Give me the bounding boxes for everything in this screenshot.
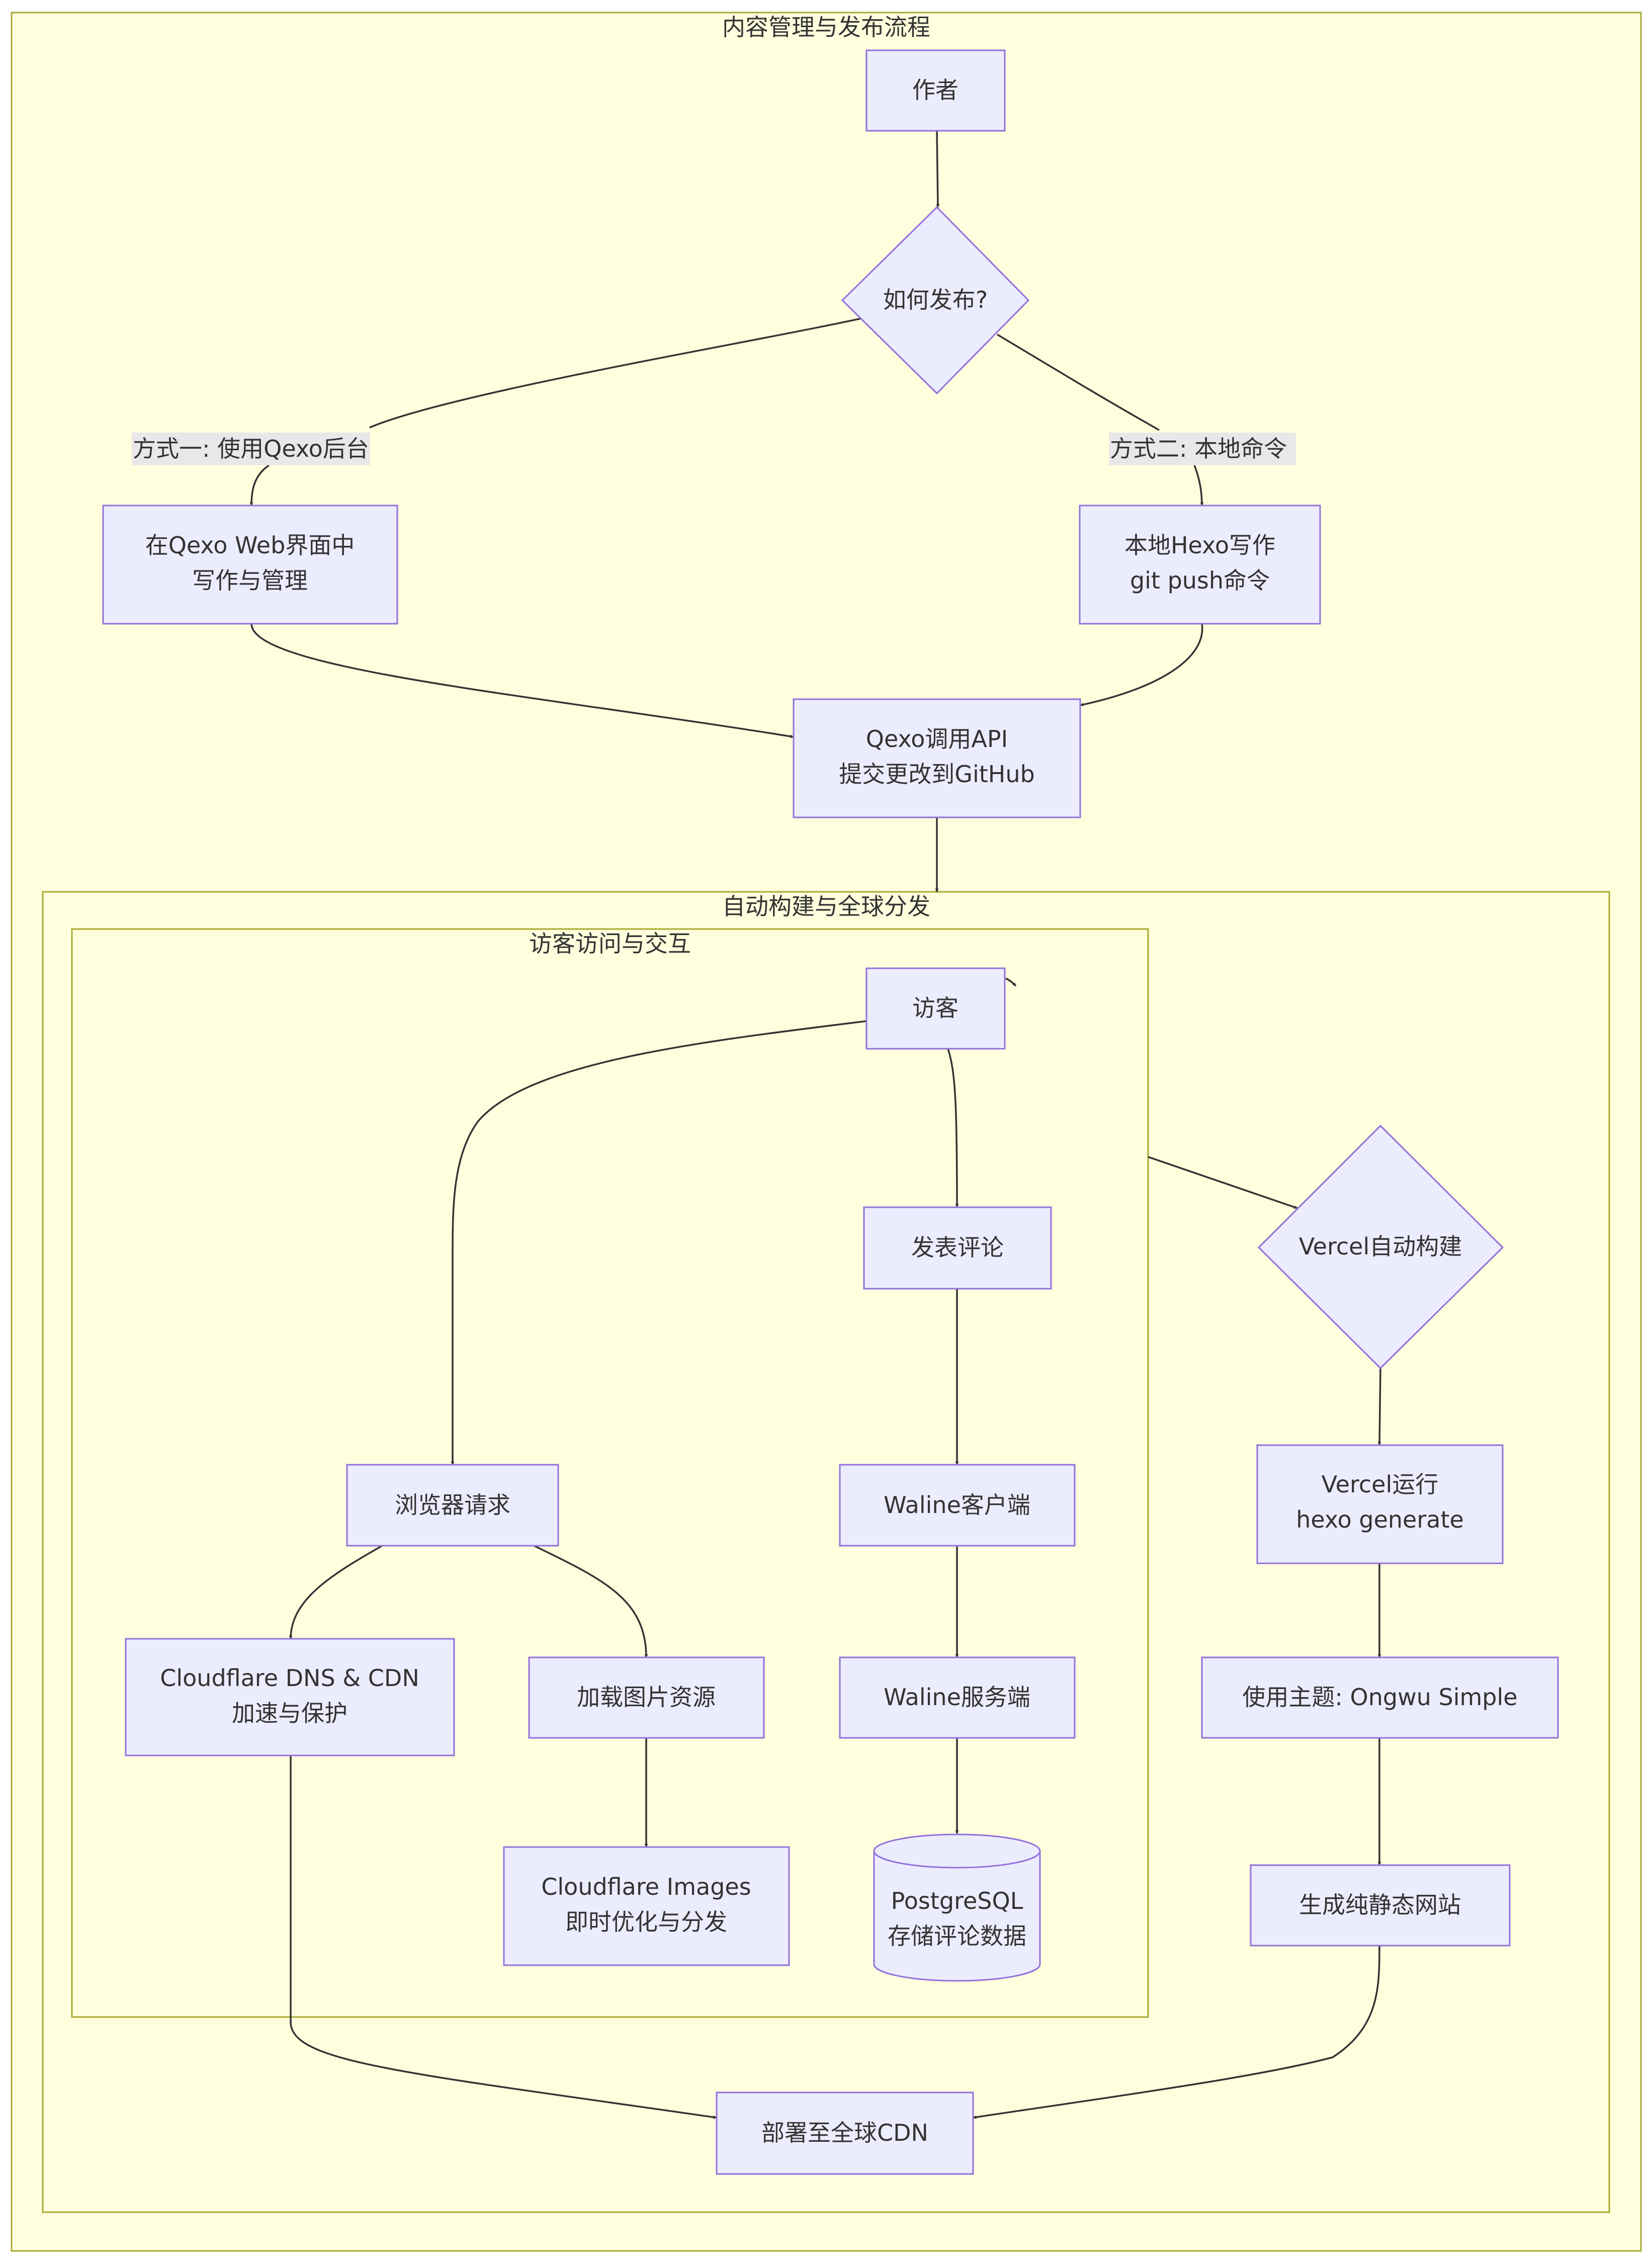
node-cf-images: Cloudflare Images 即时优化与分发 — [503, 1846, 790, 1966]
edge-cfdns-deploy — [290, 1755, 717, 2119]
edge-option2-local — [1193, 465, 1204, 506]
node-qexo-api-line-1: Qexo调用API — [866, 725, 1008, 752]
edge-visitor-browser — [451, 1020, 867, 1465]
node-static-site-line-1: 生成纯静态网站 — [1299, 1891, 1461, 1918]
node-local-hexo: 本地Hexo写作 git push命令 — [1079, 505, 1321, 625]
edge-visitor-comment — [947, 1048, 959, 1208]
node-waline-server-line-1: Waline服务端 — [884, 1684, 1030, 1711]
cluster-publish-title: 内容管理与发布流程 — [722, 14, 930, 41]
node-cf-dns-line-1: Cloudflare DNS & CDN — [160, 1664, 419, 1692]
node-browser-request: 浏览器请求 — [346, 1464, 559, 1547]
node-vercel-run: Vercel运行 hexo generate — [1256, 1444, 1504, 1564]
node-load-images-line-1: 加载图片资源 — [577, 1684, 716, 1711]
node-theme: 使用主题: Ongwu Simple — [1201, 1656, 1559, 1739]
node-author: 作者 — [865, 49, 1006, 132]
node-local-hexo-line-2: git push命令 — [1130, 567, 1270, 594]
node-static-site: 生成纯静态网站 — [1250, 1864, 1511, 1947]
node-theme-line-1: 使用主题: Ongwu Simple — [1242, 1684, 1517, 1711]
edge-option1-qexoweb — [249, 464, 270, 506]
node-waline-client: Waline客户端 — [839, 1464, 1076, 1547]
node-visitor: 访客 — [865, 967, 1006, 1050]
edge-browser-images — [534, 1545, 648, 1658]
node-deploy-cdn: 部署至全球CDN — [716, 2091, 974, 2175]
node-local-hexo-line-1: 本地Hexo写作 — [1124, 532, 1275, 559]
cluster-visit-title: 访客访问与交互 — [529, 930, 691, 957]
node-vercel-build-line-1: Vercel自动构建 — [1299, 1233, 1462, 1260]
edge-visitor-self — [1005, 977, 1017, 987]
node-how-publish: 如何发布? — [841, 206, 1030, 395]
edge-label-option1: 方式一: 使用Qexo后台 — [132, 433, 370, 465]
edge-local-api — [1080, 623, 1203, 707]
edge-qexoweb-api — [250, 623, 794, 738]
edge-label-option2: 方式二: 本地命令 — [1109, 433, 1296, 465]
edges — [249, 130, 1381, 2119]
node-cf-dns-line-2: 加速与保护 — [232, 1700, 347, 1727]
node-postgres-line-1: PostgreSQL — [891, 1887, 1023, 1914]
edge-browser-cfdns — [289, 1545, 383, 1639]
node-qexo-web: 在Qexo Web界面中 写作与管理 — [102, 505, 398, 625]
node-load-images: 加载图片资源 — [528, 1656, 765, 1739]
edge-label-option2-text: 方式二: 本地命令 — [1110, 435, 1287, 462]
node-vercel-run-line-1: Vercel运行 — [1322, 1471, 1438, 1498]
node-cf-dns: Cloudflare DNS & CDN 加速与保护 — [125, 1638, 455, 1756]
node-qexo-api: Qexo调用API 提交更改到GitHub — [793, 698, 1081, 818]
edge-label-option1-text: 方式一: 使用Qexo后台 — [133, 435, 369, 462]
edge-author-how — [936, 130, 940, 208]
edge-static-deploy — [973, 1945, 1380, 2119]
edge-how-option1 — [369, 317, 862, 429]
edge-how-option2 — [997, 333, 1160, 431]
node-post-comment-line-1: 发表评论 — [911, 1234, 1004, 1261]
node-post-comment: 发表评论 — [863, 1206, 1052, 1290]
node-vercel-run-line-2: hexo generate — [1296, 1506, 1464, 1533]
node-qexo-web-line-2: 写作与管理 — [192, 567, 308, 594]
node-postgres: PostgreSQL 存储评论数据 — [873, 1833, 1041, 1982]
node-qexo-web-line-1: 在Qexo Web界面中 — [145, 532, 355, 559]
node-how-publish-line-1: 如何发布? — [883, 286, 988, 313]
node-waline-server: Waline服务端 — [839, 1656, 1076, 1739]
node-cf-images-line-2: 即时优化与分发 — [565, 1908, 727, 1936]
node-deploy-cdn-line-1: 部署至全球CDN — [761, 2119, 928, 2146]
node-author-line-1: 作者 — [912, 76, 959, 104]
node-vercel-build: Vercel自动构建 — [1257, 1124, 1504, 1370]
node-cf-images-line-1: Cloudflare Images — [541, 1873, 751, 1900]
node-waline-client-line-1: Waline客户端 — [884, 1491, 1030, 1519]
edge-vercel-run — [1377, 1368, 1381, 1446]
cluster-build-title: 自动构建与全球分发 — [722, 893, 930, 920]
node-qexo-api-line-2: 提交更改到GitHub — [839, 761, 1034, 788]
edge-visit-vercel — [1148, 1156, 1298, 1209]
node-browser-request-line-1: 浏览器请求 — [395, 1491, 510, 1519]
node-postgres-line-2: 存储评论数据 — [888, 1922, 1026, 1950]
node-visitor-line-1: 访客 — [912, 994, 959, 1022]
